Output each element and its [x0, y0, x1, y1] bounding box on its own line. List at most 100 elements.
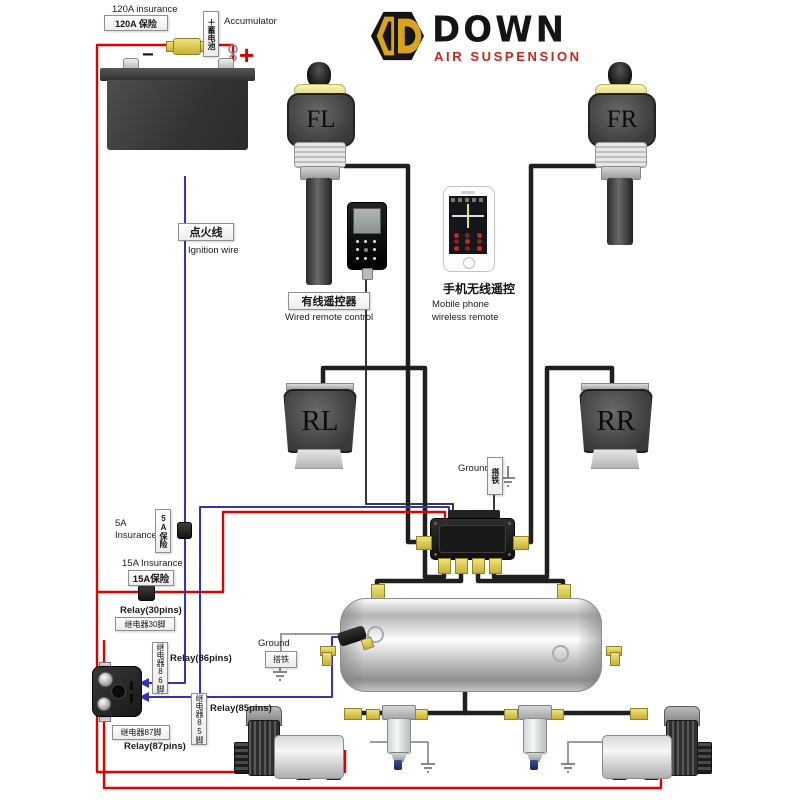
- phone-home-button: [463, 257, 475, 269]
- ground-manifold-label: 搭铁: [487, 457, 503, 495]
- ground-tank-label: 搭铁: [265, 651, 297, 668]
- comp-right-body: [602, 735, 672, 779]
- comp-left-fitting: [344, 708, 362, 720]
- air-line-fr: [524, 163, 598, 545]
- filter-left-drain: [394, 760, 402, 770]
- ground-symbol-comp-left-icon: [421, 763, 435, 773]
- tank-port-ring-right: [552, 645, 569, 662]
- filter-right-fitting-in: [504, 709, 518, 720]
- wired-remote-caption: Wired remote control: [285, 312, 374, 323]
- relay-pin-arrow-85: [139, 692, 149, 702]
- fuse-120a-caption: 120A insurance: [112, 4, 178, 15]
- ignition-wire-caption: Ignition wire: [188, 245, 239, 256]
- fuse-5a-label: 5A保险: [155, 509, 171, 553]
- phone-screen: [449, 196, 487, 254]
- strut-fl-label: FL: [306, 106, 336, 133]
- bag-rl-body: RL: [283, 389, 357, 453]
- red-wire-main: [95, 43, 347, 774]
- filter-right-drain: [530, 760, 538, 770]
- strut-fr-shock-body: [607, 178, 633, 245]
- relay-pin-arrow-86: [139, 678, 149, 688]
- comp-right-fitting: [630, 708, 648, 720]
- strut-fl-bumper: [307, 62, 331, 88]
- logo-word: DOWN: [432, 9, 568, 51]
- comp-left-body: [274, 735, 344, 779]
- phone-statusbar: [451, 198, 485, 202]
- ground-tank-caption: Ground: [258, 638, 290, 649]
- manifold-port-3: [472, 558, 485, 574]
- relay-30-label: 继电器30脚: [115, 617, 175, 631]
- phone-buttons: [451, 232, 485, 252]
- strut-fr-bumper: [608, 62, 632, 88]
- fuse-5a-holder: [177, 522, 192, 539]
- ground-manifold-caption: Ground: [458, 463, 490, 474]
- phone-caption-line1: Mobile phone: [432, 299, 490, 310]
- tank-elbow-left-b: [322, 652, 332, 666]
- fuse-15a-holder: [138, 585, 155, 601]
- fuse-5a-caption-line2: Insurance: [115, 530, 157, 541]
- ground-wire-tank: [280, 633, 342, 651]
- manifold-port-4: [489, 558, 502, 574]
- filter-right-fitting-out: [550, 709, 564, 720]
- filter-right-bowl: [523, 718, 547, 754]
- relay-87-caption: Relay(87pins): [124, 741, 186, 752]
- bag-rl-label: RL: [301, 404, 339, 437]
- manifold-port-right: [513, 536, 529, 550]
- strut-fl-airbag: FL: [287, 93, 355, 147]
- fuse-120a-body-icon: [173, 38, 201, 55]
- filter-left-fitting-in: [366, 709, 380, 720]
- strut-fl-shock-body: [306, 178, 332, 285]
- manifold-port-2: [455, 558, 468, 574]
- manifold-block: [430, 518, 515, 560]
- bag-rr-base: [591, 449, 639, 469]
- battery-lid: [100, 68, 255, 81]
- strut-fr-label: FR: [606, 106, 638, 133]
- wired-remote-label: 有线遥控器: [288, 292, 370, 310]
- strut-fr-collar: [595, 142, 647, 168]
- relay-85-label: 继电器85脚: [191, 693, 207, 745]
- fuse-5a-caption-line1: 5A: [115, 518, 127, 529]
- bag-rr-label: RR: [596, 404, 636, 437]
- ground-symbol-tank-icon: [273, 666, 287, 681]
- bag-rr-body: RR: [579, 389, 653, 453]
- relay-85-caption: Relay(85pins): [210, 703, 272, 714]
- relay-30-caption: Relay(30pins): [120, 605, 182, 616]
- wired-remote-connector: [362, 268, 373, 280]
- relay-block: [92, 666, 142, 717]
- red-wire-manifold: [97, 510, 447, 594]
- strut-fl-collar: [294, 142, 346, 168]
- strut-fr-airbag: FR: [588, 93, 656, 147]
- manifold-port-1: [438, 558, 451, 574]
- ignition-wire-label: 点火线: [178, 223, 234, 241]
- battery-body: [107, 80, 248, 150]
- accumulator-caption: Accumulator: [224, 16, 277, 27]
- logo-hexagon-icon: [368, 8, 426, 64]
- ground-symbol-comp-right-icon: [561, 763, 575, 773]
- manifold-top-plate: [448, 510, 500, 520]
- wired-remote-screen: [353, 208, 381, 234]
- battery-plus-sign: +: [239, 40, 255, 70]
- fuse-15a-label: 15A保险: [128, 570, 174, 586]
- tank-port-ring-left: [367, 626, 384, 643]
- filter-left-bowl: [387, 718, 411, 754]
- logo-subtitle: AIR SUSPENSION: [434, 49, 582, 64]
- relay-87-label: 继电器87脚: [112, 725, 170, 740]
- phone-caption-line2: wireless remote: [432, 312, 499, 323]
- tank-elbow-right-b: [610, 652, 620, 666]
- blue-wire-tank-sensor: [200, 636, 340, 698]
- battery-minus-sign: −: [142, 44, 154, 66]
- filter-left-fitting-out: [414, 709, 428, 720]
- manifold-face: [439, 525, 506, 553]
- relay-86-caption: Relay(86pins): [170, 653, 232, 664]
- manifold-port-left: [416, 536, 432, 550]
- wired-remote-buttons: [353, 237, 379, 263]
- air-line-rr: [491, 365, 615, 580]
- ground-symbol-manifold-icon: [501, 466, 515, 487]
- air-line-rl: [320, 365, 447, 580]
- air-line-fl: [342, 163, 421, 545]
- phone-label: 手机无线遥控: [443, 282, 516, 296]
- fuse-15a-caption: 15A Insurance: [122, 558, 183, 569]
- phone-gauge-horizontal: [452, 215, 484, 217]
- phone-speaker: [461, 191, 475, 194]
